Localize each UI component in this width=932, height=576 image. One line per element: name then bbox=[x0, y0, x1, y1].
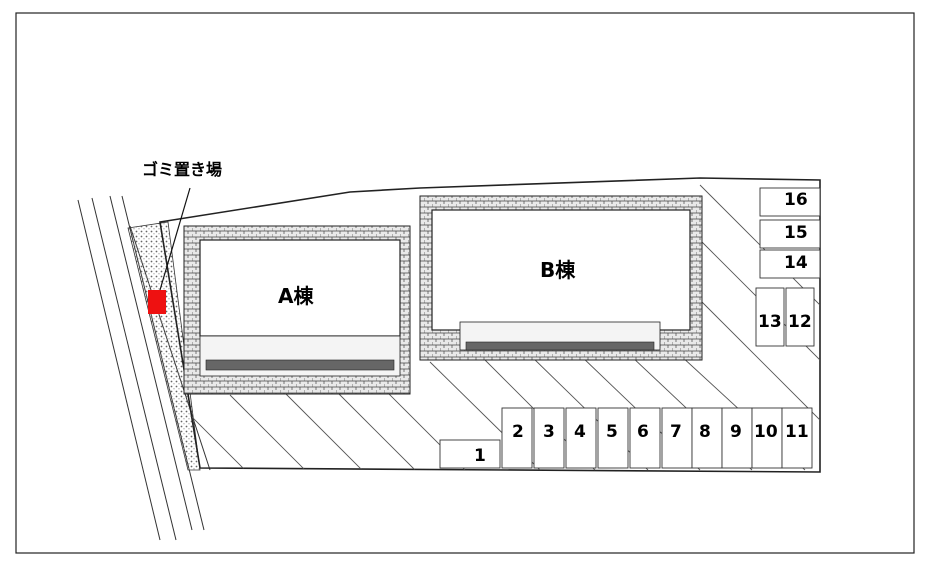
parking-space-label: 2 bbox=[512, 422, 524, 442]
gomi-leader-line bbox=[159, 187, 191, 291]
parking-space-label: 16 bbox=[784, 190, 808, 210]
parking-space-label: 10 bbox=[754, 422, 778, 442]
parking-space-label: 9 bbox=[730, 422, 742, 442]
parking-space-label: 8 bbox=[699, 422, 711, 442]
parking-space-label: 4 bbox=[574, 422, 586, 442]
parking-right bbox=[755, 187, 821, 347]
parking-space-label: 11 bbox=[785, 422, 809, 442]
parking-space-label: 5 bbox=[606, 422, 618, 442]
parking-space-label: 14 bbox=[784, 253, 808, 273]
parking-space-label: 12 bbox=[788, 312, 812, 332]
gomi-marker bbox=[148, 290, 166, 314]
parking-space-label: 7 bbox=[670, 422, 682, 442]
outer-frame bbox=[15, 12, 915, 554]
parking-row-bottom bbox=[439, 407, 813, 469]
parking-space-label: 1 bbox=[474, 446, 486, 466]
parking-space-label: 13 bbox=[758, 312, 782, 332]
building-a-label: A棟 bbox=[278, 284, 314, 308]
parking-space-label: 15 bbox=[784, 223, 808, 243]
parking-space-label: 6 bbox=[637, 422, 649, 442]
building-b-outline bbox=[419, 195, 703, 361]
gomi-label: ゴミ置き場 bbox=[142, 160, 223, 179]
building-a-outline bbox=[183, 225, 411, 395]
building-b-label: B棟 bbox=[540, 258, 576, 282]
parking-space-label: 3 bbox=[543, 422, 555, 442]
planting-strip bbox=[127, 221, 201, 471]
